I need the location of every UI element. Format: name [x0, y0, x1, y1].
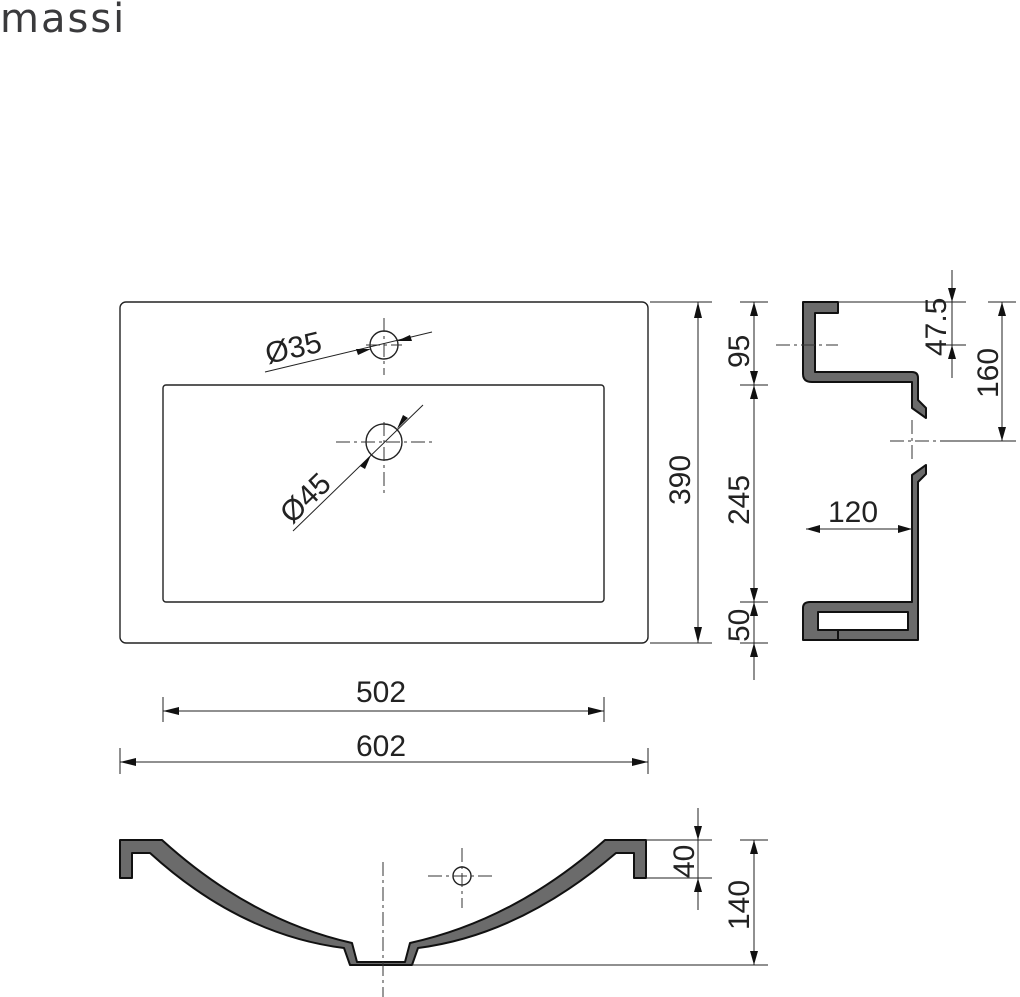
bowl-outline: [162, 384, 605, 603]
width-bowl-label: 502: [356, 676, 406, 709]
front-section-profile: [119, 839, 647, 966]
width-total-label: 602: [356, 730, 406, 763]
depth-bowl-label: 245: [723, 475, 756, 525]
front-total-height-label: 140: [723, 880, 756, 930]
top-view-vertical-dimensions: 390 95 245 50: [650, 301, 768, 680]
side-section-profile: [802, 301, 927, 419]
front-section: 40 140: [119, 808, 768, 997]
side-section: 120 47.5 160: [776, 270, 1016, 641]
top-view-horizontal-dimensions: 502 602: [119, 676, 649, 774]
depth-total-label: 390: [664, 455, 697, 505]
tap-hole-diameter-label: Ø35: [262, 326, 325, 371]
depth-front-label: 50: [723, 609, 756, 642]
depth-deck-label: 95: [723, 335, 756, 368]
brand-logo: massi: [0, 0, 126, 42]
bowl-depth-label: 120: [828, 496, 878, 529]
drain-offset-label: 47.5: [920, 298, 953, 356]
drain-leader: [292, 404, 424, 532]
rim-height-label: 40: [668, 845, 701, 878]
drain-diameter-label: Ø45: [274, 467, 338, 530]
top-view: Ø35 Ø45: [119, 301, 649, 644]
basin-outline: [119, 301, 649, 644]
side-total-height-label: 160: [972, 348, 1005, 398]
